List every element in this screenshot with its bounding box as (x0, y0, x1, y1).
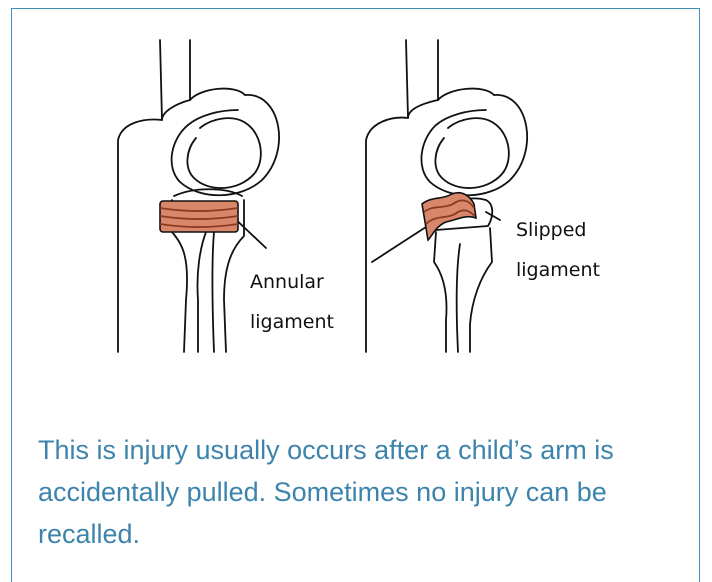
elbow-illustration: Annular ligament Slipped ligament (0, 0, 712, 370)
left-humerus (118, 40, 245, 352)
left-label-line1: Annular (250, 271, 324, 293)
left-label-line2: ligament (250, 311, 334, 333)
right-slipped-ligament (422, 193, 476, 240)
elbow-diagram: Annular ligament Slipped ligament (0, 0, 712, 370)
right-label-line2: ligament (516, 259, 600, 281)
left-annular-ligament (160, 201, 238, 232)
right-humerus (366, 40, 494, 352)
caption-text: This is injury usually occurs after a ch… (38, 429, 678, 555)
left-capitulum (172, 95, 279, 195)
right-label-line1: Slipped (516, 219, 587, 241)
right-capitulum (421, 95, 527, 195)
